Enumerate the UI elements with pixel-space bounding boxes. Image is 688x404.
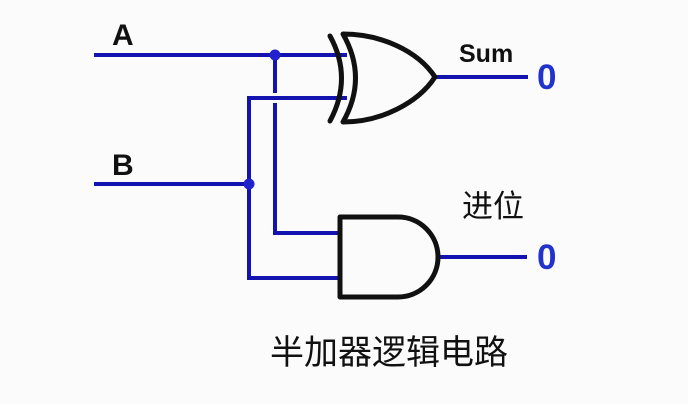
- input-b-label: B: [112, 149, 134, 182]
- diagram-caption: 半加器逻辑电路: [270, 333, 508, 373]
- sum-output-value: 0: [537, 58, 557, 97]
- and-gate: [337, 214, 441, 300]
- carry-output-label: 进位: [462, 189, 524, 225]
- b-branch-wire-to-xor: [247, 96, 347, 184]
- junction-dot-a: [269, 49, 281, 61]
- sum-output-label: Sum: [459, 40, 514, 68]
- xor-gate-back-arc: [327, 33, 344, 124]
- carry-output-value: 0: [537, 238, 557, 277]
- b-branch-wire-to-and: [247, 184, 341, 280]
- xor-gate: [340, 31, 438, 125]
- a-branch-wire-to-and: [273, 55, 341, 235]
- input-a-label: A: [112, 19, 134, 52]
- junction-dot-b: [243, 178, 255, 190]
